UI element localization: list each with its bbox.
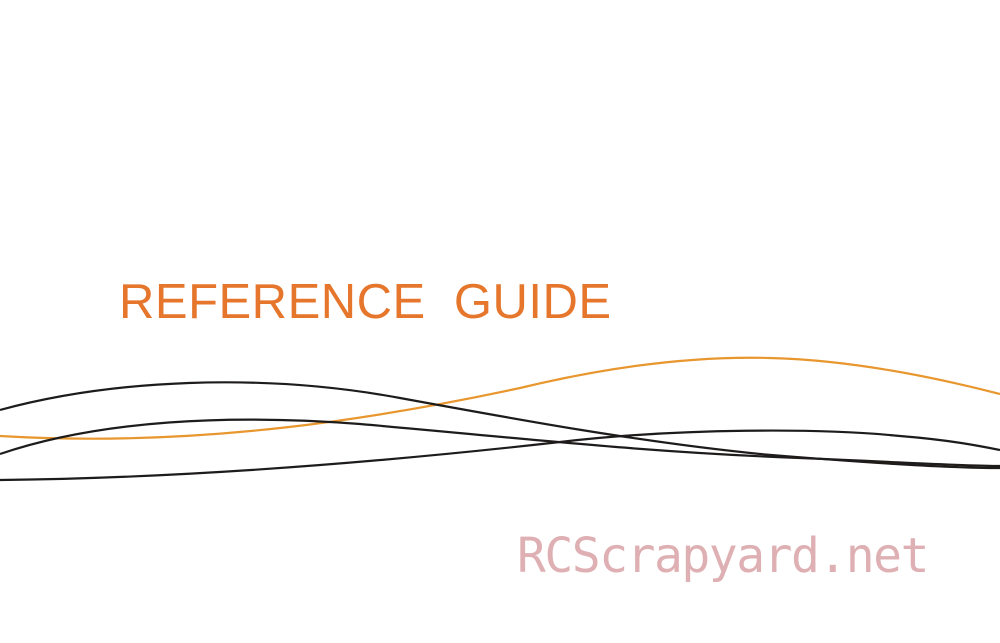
dark-wave-line-middle bbox=[0, 418, 1000, 468]
orange-wave-line bbox=[0, 356, 1000, 440]
dark-wave-line-upper bbox=[0, 381, 1000, 470]
page-title: REFERENCE GUIDE bbox=[119, 275, 612, 329]
watermark-text: RCScrapyard.net bbox=[517, 528, 929, 584]
decorative-wave-lines bbox=[0, 356, 1000, 482]
dark-wave-line-lower bbox=[0, 429, 1000, 482]
